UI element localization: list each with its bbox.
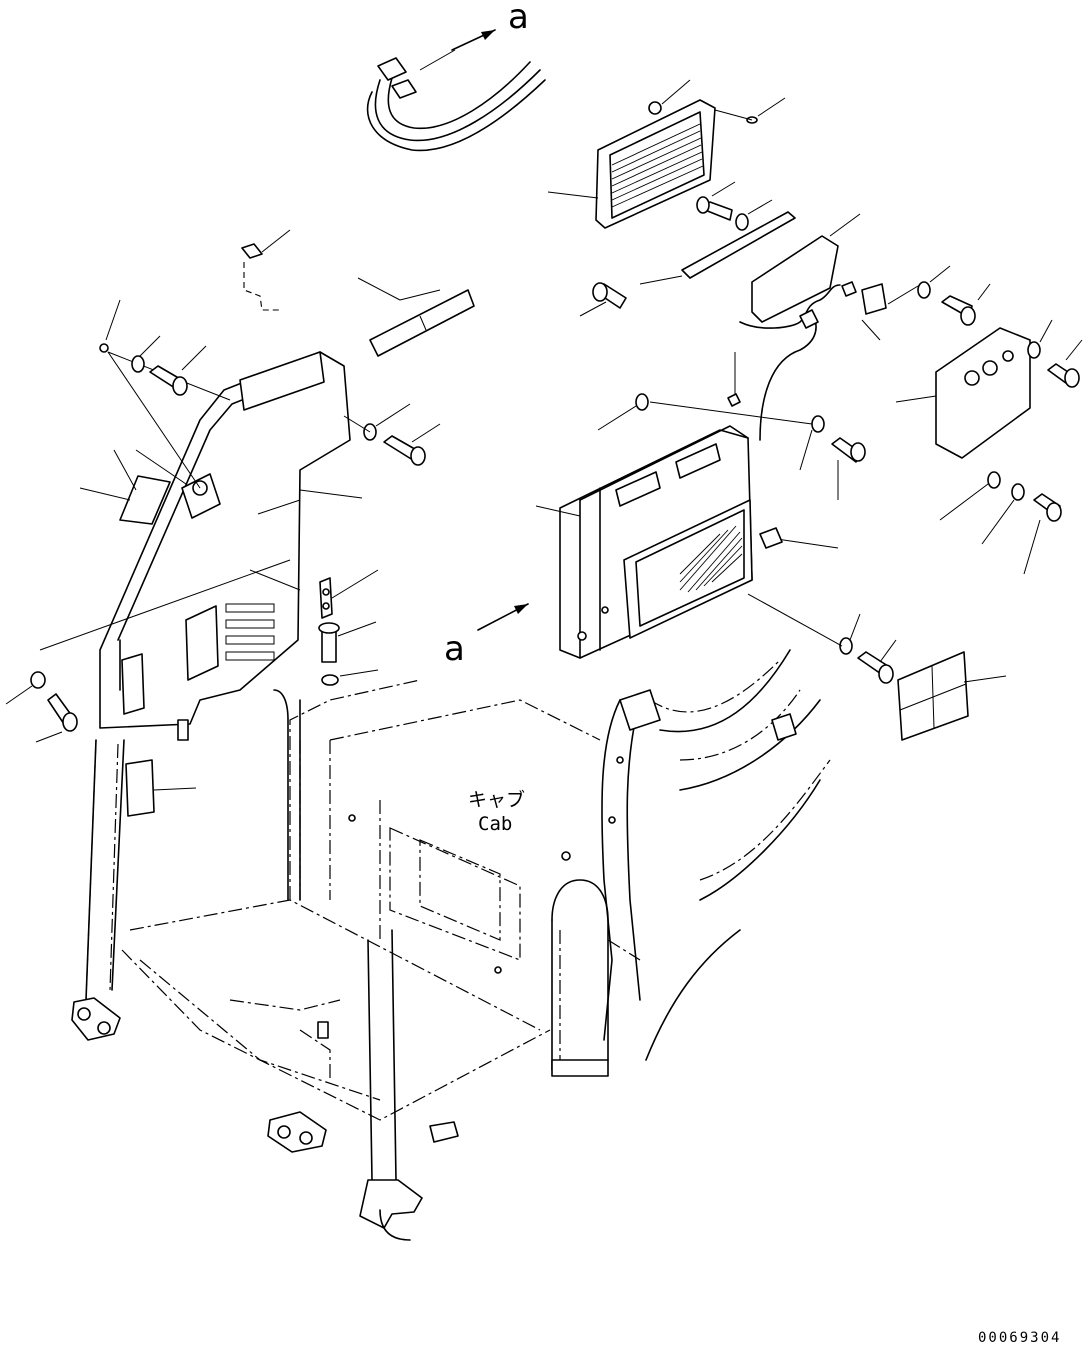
cab-label-english: Cab: [478, 813, 512, 835]
bolt: [383, 423, 441, 466]
bolt: [941, 283, 991, 326]
controller: [751, 213, 861, 323]
bolt: [857, 639, 897, 684]
vent-grille: [79, 449, 187, 525]
filter-cover: [547, 99, 716, 229]
washer: [363, 403, 411, 441]
bracket: [319, 569, 379, 619]
bracket: [861, 283, 919, 341]
view-arrow-middle: a: [444, 603, 529, 669]
bolt: [1023, 493, 1062, 575]
washer: [746, 97, 786, 124]
washer: [131, 335, 161, 373]
cap: [241, 229, 291, 311]
vent-grille: [357, 277, 475, 357]
duct-cover: [99, 351, 363, 729]
bolt: [696, 181, 736, 221]
view-label-middle: a: [444, 629, 465, 669]
washer: [917, 265, 951, 299]
washer: [321, 669, 379, 686]
cab-label: キャブ Cab: [468, 788, 525, 835]
cab-label-japanese: キャブ: [468, 788, 525, 811]
washer: [839, 613, 861, 655]
bolt: [1047, 339, 1083, 388]
washer: [981, 483, 1025, 545]
air-conditioner-unit: [535, 425, 839, 659]
view-arrow-top: a: [451, 0, 529, 51]
bolt: [149, 345, 207, 396]
figure-number: 00069304: [978, 1330, 1061, 1346]
cab-frame: [71, 649, 831, 1241]
bolt: [579, 282, 627, 317]
washer: [799, 415, 825, 471]
bolt: [35, 693, 78, 743]
washer: [939, 471, 1001, 521]
clip: [99, 299, 231, 489]
washer: [597, 393, 649, 431]
washer: [1027, 319, 1053, 359]
vent-grille: [125, 759, 197, 817]
view-label-top: a: [508, 0, 529, 37]
filter-element: [897, 651, 1007, 741]
air-hose-assembly: [366, 49, 546, 152]
washer: [5, 671, 46, 705]
clip: [648, 79, 691, 115]
bolt: [318, 621, 377, 663]
switch-panel: [895, 327, 1031, 459]
wiring-harness: [727, 281, 857, 441]
bolt: [831, 437, 866, 500]
washer: [735, 199, 773, 231]
plate: [639, 211, 796, 285]
